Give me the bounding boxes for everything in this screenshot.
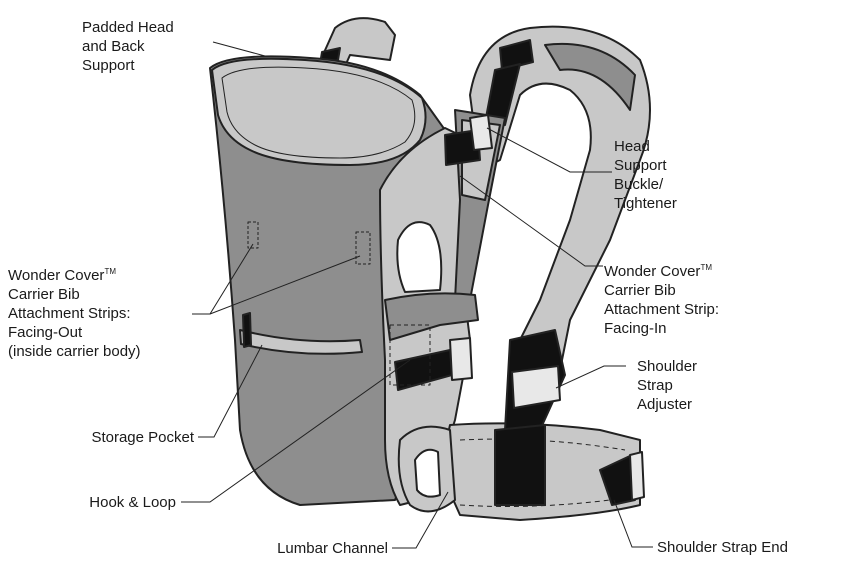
- label-adjuster-line1: Shoulder: [637, 357, 697, 376]
- label-padded-head-line2: and Back: [82, 37, 174, 56]
- label-bib-out-line4: Facing-Out: [8, 323, 141, 342]
- label-adjuster-line3: Adjuster: [637, 395, 697, 414]
- waist-loop-hole: [415, 450, 440, 497]
- hook-loop-buckle: [450, 338, 472, 380]
- bib-in-name: Wonder Cover: [604, 263, 700, 280]
- tm-mark: TM: [700, 263, 712, 272]
- label-bib-in-line4: Facing-In: [604, 319, 719, 338]
- label-head-buckle-line2: Support: [614, 156, 677, 175]
- label-bib-out-line2: Carrier Bib: [8, 285, 141, 304]
- label-bib-in-line3: Attachment Strip:: [604, 300, 719, 319]
- adjuster-buckle: [512, 366, 560, 408]
- label-bib-out-line1: Wonder CoverTM: [8, 262, 141, 285]
- label-bib-out-line5: (inside carrier body): [8, 342, 141, 361]
- adjuster-lower-black: [495, 425, 545, 505]
- label-shoulder-adjuster: Shoulder Strap Adjuster: [637, 357, 697, 414]
- label-lumbar-channel: Lumbar Channel: [230, 539, 388, 558]
- label-adjuster-line2: Strap: [637, 376, 697, 395]
- label-head-buckle-line1: Head: [614, 137, 677, 156]
- label-padded-head: Padded Head and Back Support: [82, 18, 174, 75]
- label-head-buckle-line3: Buckle/: [614, 175, 677, 194]
- label-bib-facing-in: Wonder CoverTM Carrier Bib Attachment St…: [604, 258, 719, 338]
- label-shoulder-strap-end: Shoulder Strap End: [657, 538, 788, 557]
- head-buckle-metal: [470, 115, 492, 150]
- left-side-tab: [243, 313, 251, 347]
- leg-opening: [397, 222, 441, 292]
- label-head-buckle: Head Support Buckle/ Tightener: [614, 137, 677, 213]
- leader-padded-head: [213, 42, 265, 56]
- label-bib-in-line1: Wonder CoverTM: [604, 258, 719, 281]
- label-padded-head-line3: Support: [82, 56, 174, 75]
- bib-out-name: Wonder Cover: [8, 267, 104, 284]
- leader-shoulder-adjuster: [556, 366, 626, 388]
- label-hook-loop: Hook & Loop: [60, 493, 176, 512]
- label-bib-facing-out: Wonder CoverTM Carrier Bib Attachment St…: [8, 262, 141, 361]
- label-head-buckle-line4: Tightener: [614, 194, 677, 213]
- label-padded-head-line1: Padded Head: [82, 18, 174, 37]
- label-bib-in-line2: Carrier Bib: [604, 281, 719, 300]
- label-storage-pocket: Storage Pocket: [46, 428, 194, 447]
- tm-mark: TM: [104, 267, 116, 276]
- strap-end-buckle: [630, 452, 644, 500]
- label-bib-out-line3: Attachment Strips:: [8, 304, 141, 323]
